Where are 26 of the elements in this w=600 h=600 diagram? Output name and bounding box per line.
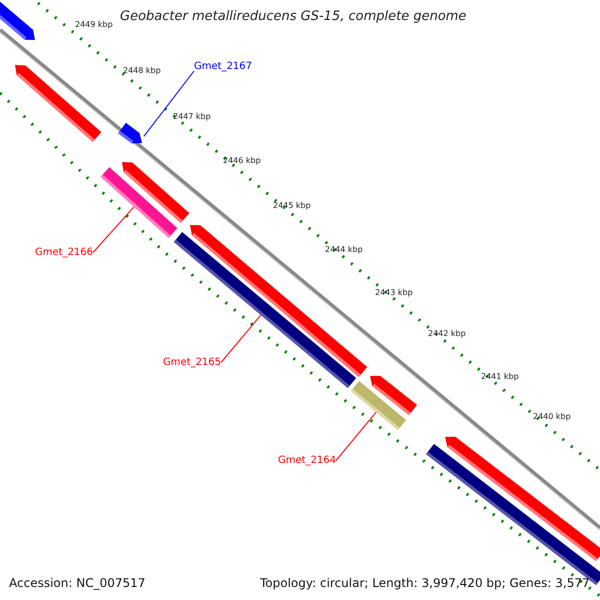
scale-label: 2446 kbp [223, 156, 261, 165]
scale-label: 2442 kbp [428, 329, 466, 338]
gene-label: Gmet_2164 [278, 455, 336, 466]
gene-label: Gmet_2166 [35, 247, 94, 258]
scale-label: 2444 kbp [325, 245, 363, 254]
leader-line [336, 412, 377, 461]
scale-label: 2448 kbp [123, 66, 161, 75]
gene-label: Gmet_2167 [194, 61, 252, 72]
gene-feature [100, 167, 178, 238]
gene-feature [118, 122, 142, 144]
gene-feature [350, 381, 406, 430]
scale-label: 2440 kbp [533, 412, 571, 421]
scale-label: 2445 kbp [273, 201, 311, 210]
scale-label: 2447 kbp [173, 112, 211, 121]
scale-label: 2443 kbp [375, 288, 413, 297]
gene-feature [0, 0, 35, 40]
leader-line [143, 70, 194, 137]
leader-line [220, 314, 262, 363]
title: Geobacter metallireducens GS-15, complete genome [120, 9, 466, 24]
footer-text: Topology: circular; Length: 3,997,420 bp; Genes: 3,577 [260, 576, 590, 590]
footer-text: Accession: NC_007517 [9, 576, 146, 590]
gene-label: Gmet_2165 [163, 357, 222, 368]
gene-feature [15, 65, 102, 142]
scale-label: 2441 kbp [481, 372, 519, 381]
scale-label: 2449 kbp [75, 20, 113, 29]
leader-line [92, 206, 135, 253]
